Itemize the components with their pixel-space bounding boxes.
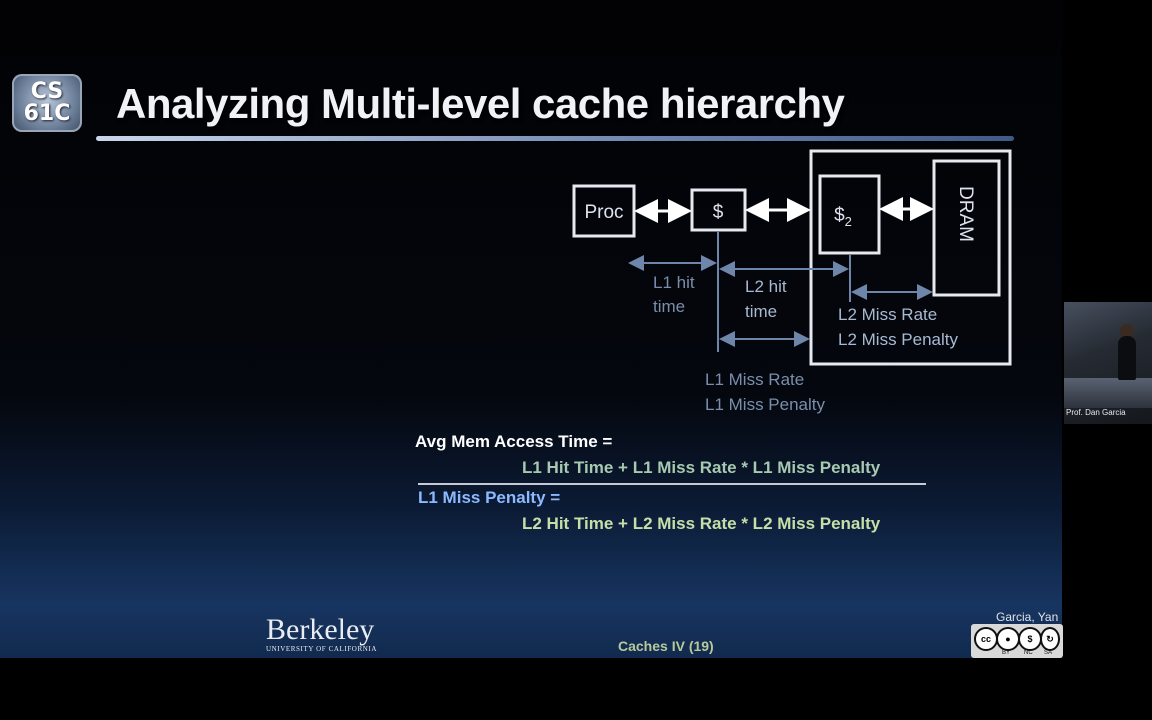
proc-label: Proc [584, 202, 623, 223]
berkeley-logo: Berkeley UNIVERSITY OF CALIFORNIA [266, 613, 377, 654]
webcam-feed [1064, 302, 1152, 424]
dram-box [932, 159, 1001, 297]
webcam-presenter-head [1120, 324, 1134, 338]
l2-cache-subscript: 2 [845, 214, 852, 229]
logo-line-2: 61C [23, 101, 71, 126]
logo-line-1: CS [30, 79, 64, 104]
slide-authors: Garcia, Yan [996, 610, 1059, 624]
noncommercial-icon: $ [1018, 627, 1042, 651]
attribution-icon: ● [996, 627, 1020, 651]
l2-hit-time-line1: L2 hit [745, 277, 787, 296]
berkeley-wordmark: Berkeley [266, 613, 375, 646]
l1-miss-penalty-expression: L2 Hit Time + L2 Miss Rate * L2 Miss Pen… [522, 514, 881, 533]
formula-divider [418, 483, 926, 485]
berkeley-subtitle: UNIVERSITY OF CALIFORNIA [266, 645, 377, 653]
title-underline [96, 136, 1014, 141]
webcam-desk [1064, 378, 1152, 408]
l1-hit-time-line2: time [653, 297, 685, 316]
l2-cache-symbol: $ [834, 205, 845, 226]
l2-dram-enclosure [809, 149, 1012, 366]
l1-miss-rate-label: L1 Miss Rate [705, 370, 804, 389]
l2-cache-label: $2 [834, 205, 852, 229]
l2-miss-rate-label: L2 Miss Rate [838, 305, 937, 324]
cc-sa-label: SA [1044, 650, 1053, 656]
webcam-name-label: Prof. Dan Garcia [1066, 408, 1126, 417]
cc-by-label: BY [1002, 650, 1011, 656]
l1-hit-time-line1: L1 hit [653, 273, 695, 292]
l1-miss-penalty-label: L1 Miss Penalty [705, 395, 825, 414]
avg-mem-access-label: Avg Mem Access Time = [415, 432, 613, 451]
lecture-footer: Caches IV (19) [618, 638, 714, 654]
cc-icon: cc [974, 627, 998, 651]
letterbox-bottom [0, 658, 1152, 720]
cc-nc-label: NC [1024, 650, 1033, 656]
l2-miss-penalty-label: L2 Miss Penalty [838, 330, 958, 349]
avg-mem-access-expression: L1 Hit Time + L1 Miss Rate * L1 Miss Pen… [522, 458, 881, 477]
l2-hit-time-line2: time [745, 302, 777, 321]
webcam-presenter [1118, 336, 1136, 380]
slide-title: Analyzing Multi-level cache hierarchy [116, 80, 845, 127]
creative-commons-badge: cc ● $ ↻ BY NC SA [971, 624, 1063, 658]
sharealike-icon: ↻ [1040, 627, 1060, 651]
cs61c-logo: CS 61C [12, 74, 82, 132]
l1-cache-label: $ [713, 202, 724, 223]
l1-miss-penalty-label-formula: L1 Miss Penalty = [418, 488, 561, 507]
dram-label: DRAM [955, 186, 976, 242]
